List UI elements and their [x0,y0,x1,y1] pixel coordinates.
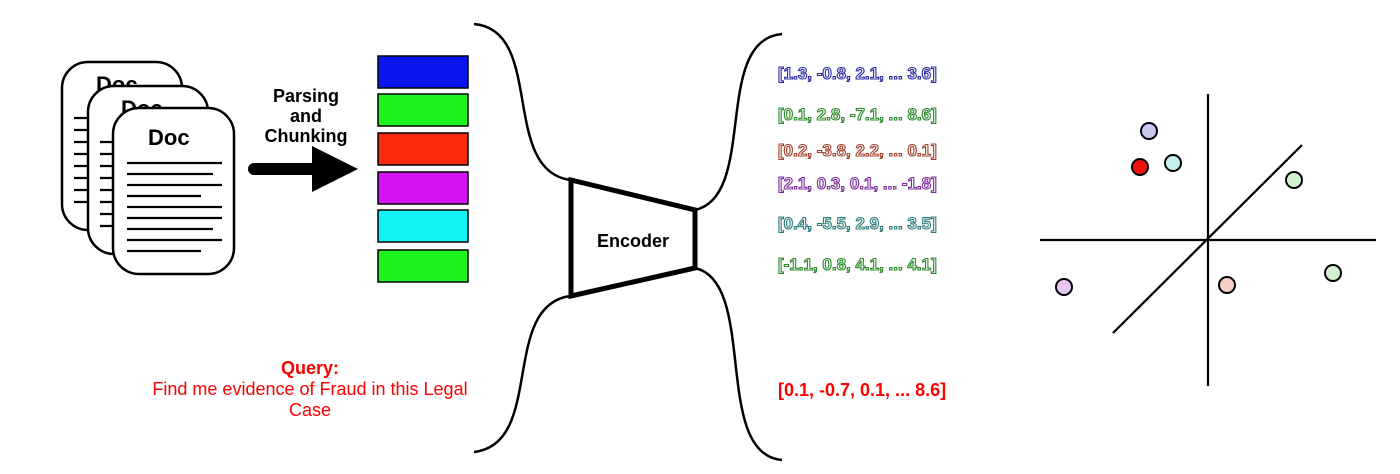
embedding-vector-1: [1.3, -0.8, 2.1, ... 3.6] [778,64,937,83]
encoder-label: Encoder [597,231,669,251]
embedding-vector-6: [-1.1, 0.8, 4.1, ... 4.1] [778,255,937,274]
document-title: Doc [148,125,190,150]
document-stack: Doc Doc [60,60,236,276]
embedding-vector-5: [0.4, -5.5, 2.9, ... 3.5] [778,214,937,233]
chunk-3 [377,132,469,166]
query-vector: [0.1, -0.7, 0.1, ... 8.6] [778,380,946,400]
arrow-label-line-3: Chunking [265,126,348,146]
embedding-point [1324,264,1342,282]
embedding-vector-3: [0.2, -3.8, 2.2, ... 0.1] [778,141,937,160]
chunk-stack [377,55,469,283]
embedding-vector-2: [0.1, 2.8, -7.1, ... 8.6] [778,105,937,124]
embedding-vector-4: [2.1, 0.3, 0.1, ... -1.8] [778,174,937,193]
document-front: Doc [111,106,236,276]
vector-space-plot [1040,94,1376,386]
output-brace [694,32,783,462]
chunk-4 [377,171,469,205]
embedding-list: [1.3, -0.8, 2.1, ... 3.6] [0.1, 2.8, -7.… [777,63,937,274]
encoder: Encoder [568,176,698,300]
embedding-point [1164,154,1182,172]
arrow-head-icon [312,146,358,192]
embedding-point [1140,122,1158,140]
parsing-arrow: Parsing and Chunking [248,86,358,192]
chunk-6 [377,249,469,283]
arrow-label-line-2: and [290,106,322,126]
query-title: Query: [280,358,340,378]
chunk-5 [377,209,469,243]
input-brace [473,22,571,454]
arrow-label-line-1: Parsing [273,86,339,106]
embedding-point [1055,278,1073,296]
embedding-point [1218,276,1236,294]
chunk-1 [377,55,469,89]
diagonal-axis [1112,144,1303,334]
chunk-2 [377,93,469,127]
embedding-point [1285,171,1303,189]
query-text: Find me evidence of Fraud in this Legal … [152,379,468,420]
query-point [1131,158,1149,176]
query-block: Query: Find me evidence of Fraud in this… [140,358,480,421]
